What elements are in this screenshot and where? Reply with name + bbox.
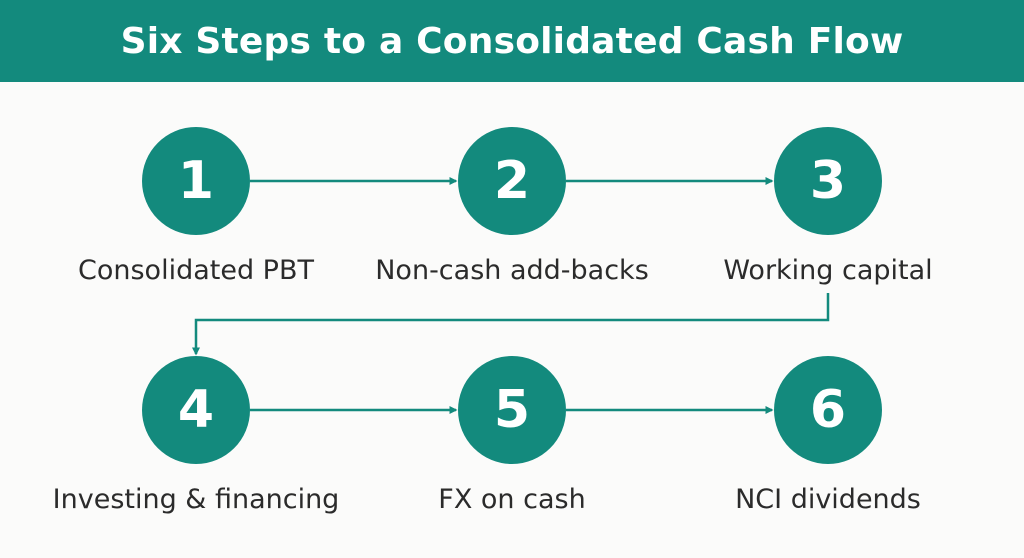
step-4-label: Investing & financing [52, 484, 340, 515]
title-banner: Six Steps to a Consolidated Cash Flow [0, 0, 1024, 82]
step-5-number: 5 [493, 380, 531, 440]
step-3-number: 3 [809, 151, 847, 211]
step-1-number: 1 [177, 151, 215, 211]
step-6-label: NCI dividends [735, 484, 921, 515]
step-5-circle: 5 [458, 356, 566, 464]
step-2-number: 2 [493, 151, 531, 211]
step-5-label: FX on cash [438, 484, 586, 515]
step-4-circle: 4 [142, 356, 250, 464]
step-6-circle: 6 [774, 356, 882, 464]
step-2-circle: 2 [458, 127, 566, 235]
step-6-number: 6 [809, 380, 847, 440]
step-1-circle: 1 [142, 127, 250, 235]
step-4-number: 4 [177, 380, 215, 440]
step-3-circle: 3 [774, 127, 882, 235]
step-3-label: Working capital [723, 255, 933, 286]
diagram-title: Six Steps to a Consolidated Cash Flow [120, 20, 904, 62]
arrow-3-to-4 [192, 293, 830, 356]
step-1-label: Consolidated PBT [78, 255, 314, 286]
step-2-label: Non-cash add-backs [375, 255, 649, 286]
